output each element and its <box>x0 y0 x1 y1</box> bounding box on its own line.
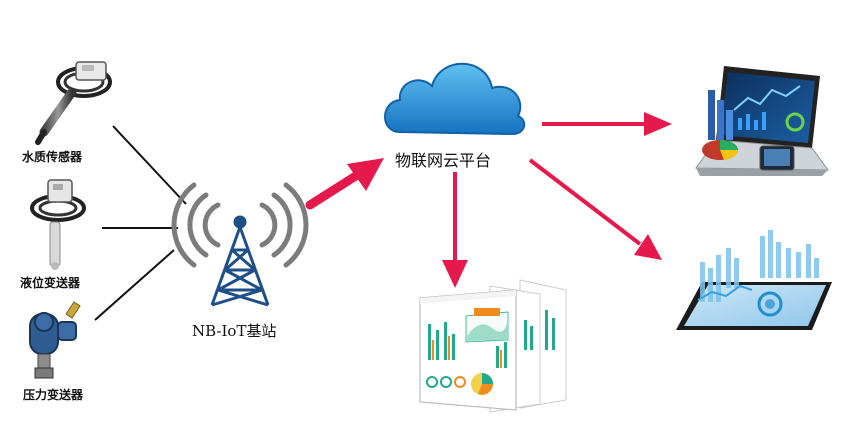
cloud-platform-label: 物联网云平台 <box>395 151 492 170</box>
web-dashboard-icon <box>419 279 567 413</box>
arrow-cloud-to-laptop <box>542 112 672 136</box>
pressure-transmitter-icon <box>29 301 81 379</box>
water-quality-sensor-label: 水质传感器 <box>22 150 83 164</box>
nb-iot-station-label: NB-IoT基站 <box>192 322 277 340</box>
arrow-station-to-cloud <box>305 158 384 210</box>
link-pressure-to-station <box>94 249 175 321</box>
cloud-icon <box>384 62 526 136</box>
laptop-analytics-icon <box>695 66 829 176</box>
tablet-analytics-icon <box>676 230 832 330</box>
water-quality-sensor-icon <box>35 61 112 145</box>
link-water-to-station <box>112 125 187 205</box>
arrow-cloud-to-web-dashboard <box>442 172 468 288</box>
level-transmitter-icon <box>30 179 86 270</box>
pressure-transmitter-label: 压力变送器 <box>23 388 84 402</box>
sensor-links <box>94 125 187 321</box>
level-transmitter-label: 液位变送器 <box>20 276 81 290</box>
cell-tower-icon <box>171 182 309 307</box>
arrow-cloud-to-tablet <box>528 158 662 260</box>
